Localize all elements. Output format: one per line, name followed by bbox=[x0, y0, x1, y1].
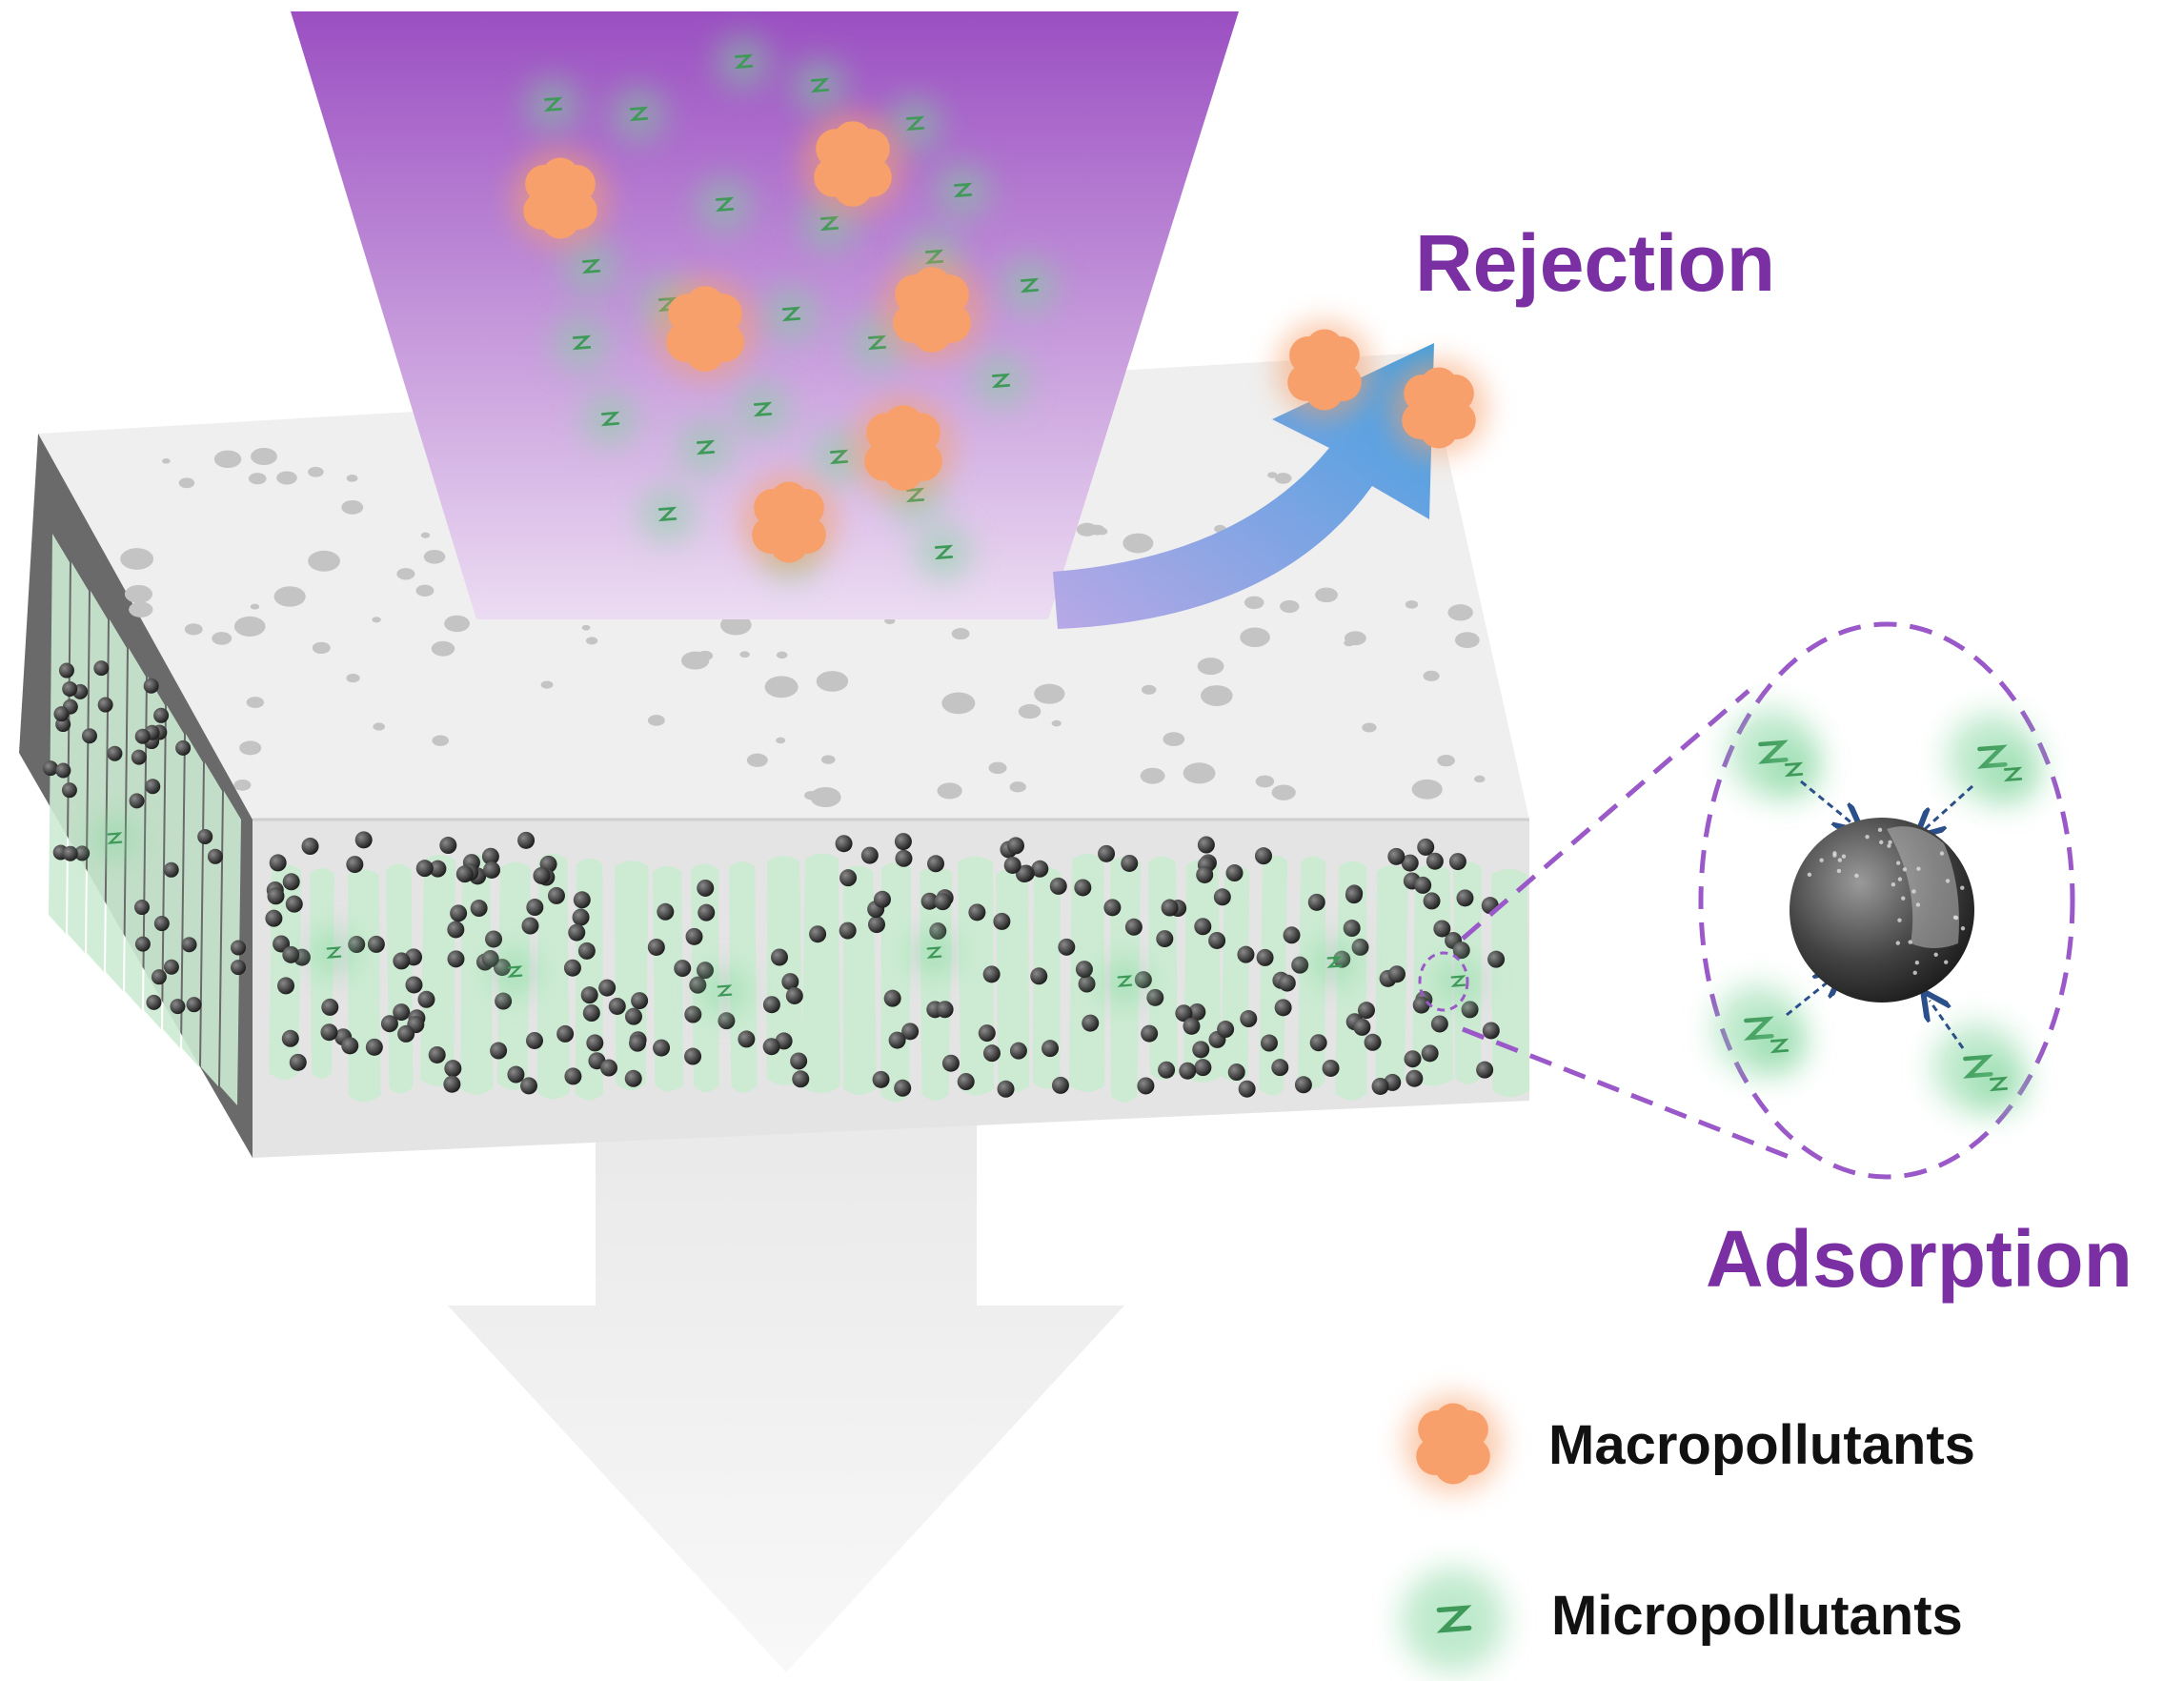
micropollutant bbox=[554, 315, 609, 371]
adsorbent-particles bbox=[42, 660, 1506, 1098]
micropollutant bbox=[763, 287, 819, 342]
micropollutant bbox=[1001, 258, 1057, 314]
legend-item-micropollutants: Micropollutants bbox=[1401, 1568, 1963, 1672]
legend: Macropollutants Micropollutants bbox=[1401, 1394, 1975, 1672]
micropollutant bbox=[911, 930, 957, 976]
legend-label-micropollutants: Micropollutants bbox=[1551, 1585, 1963, 1647]
rejected-macropollutants bbox=[1275, 320, 1488, 457]
micropollutant bbox=[1102, 959, 1147, 1004]
micropollutant bbox=[973, 354, 1028, 409]
zoom-source-outline bbox=[1418, 951, 1469, 1012]
micropollutant bbox=[916, 525, 971, 580]
macropollutant bbox=[1389, 358, 1488, 457]
micropollutant bbox=[1435, 959, 1481, 1004]
legend-item-macropollutants: Macropollutants bbox=[1404, 1394, 1975, 1493]
micropollutant bbox=[525, 77, 580, 132]
macropollutant bbox=[1275, 320, 1374, 419]
surface-pores bbox=[120, 447, 1486, 808]
micropollutant bbox=[563, 239, 618, 294]
rejection-label: Rejection bbox=[1415, 218, 1775, 308]
micropollutant bbox=[311, 930, 356, 976]
micropollutant-icon bbox=[1401, 1568, 1506, 1672]
adsorption-label: Adsorption bbox=[1706, 1214, 2133, 1304]
micropollutant bbox=[697, 177, 752, 233]
micropollutant bbox=[701, 968, 747, 1014]
micropollutant bbox=[1971, 1057, 2026, 1112]
micropollutant bbox=[1985, 747, 2040, 802]
micropollutant bbox=[1401, 1568, 1506, 1672]
macropollutant bbox=[654, 277, 757, 380]
macropollutant bbox=[880, 258, 983, 361]
micropollutant bbox=[677, 420, 733, 476]
macropollutant bbox=[801, 112, 904, 215]
feed-macropollutants bbox=[511, 112, 983, 572]
adsorption-zoom-view bbox=[1698, 621, 2075, 1180]
micropollutant bbox=[1766, 742, 1821, 798]
micropollutant bbox=[716, 34, 771, 90]
micropollutant bbox=[639, 487, 695, 542]
micropollutant bbox=[582, 392, 637, 447]
micropollutant bbox=[735, 382, 790, 437]
permeate-arrow bbox=[448, 1077, 1124, 1672]
macropollutant bbox=[852, 396, 955, 499]
zoom-connector-lines bbox=[1461, 689, 1792, 1161]
cross-section-gel-channels bbox=[269, 853, 1530, 1103]
macropollutant bbox=[739, 473, 839, 572]
macropollutant bbox=[511, 149, 610, 248]
micropollutant bbox=[792, 58, 847, 113]
micropollutant bbox=[935, 163, 990, 218]
micropollutant bbox=[1311, 940, 1357, 985]
membrane-block bbox=[19, 353, 1530, 1158]
macropollutant-icon bbox=[1404, 1394, 1503, 1493]
micropollutant bbox=[887, 96, 942, 152]
micropollutant bbox=[492, 949, 537, 995]
adsorbent-sphere bbox=[1790, 818, 1974, 1003]
micropollutant bbox=[611, 87, 666, 142]
macropollutant bbox=[1404, 1394, 1503, 1493]
micropollutant bbox=[1751, 1019, 1807, 1074]
legend-label-macropollutants: Macropollutants bbox=[1548, 1414, 1975, 1476]
zoom-micropollutants bbox=[1713, 708, 2040, 1112]
micropollutant bbox=[91, 816, 137, 861]
